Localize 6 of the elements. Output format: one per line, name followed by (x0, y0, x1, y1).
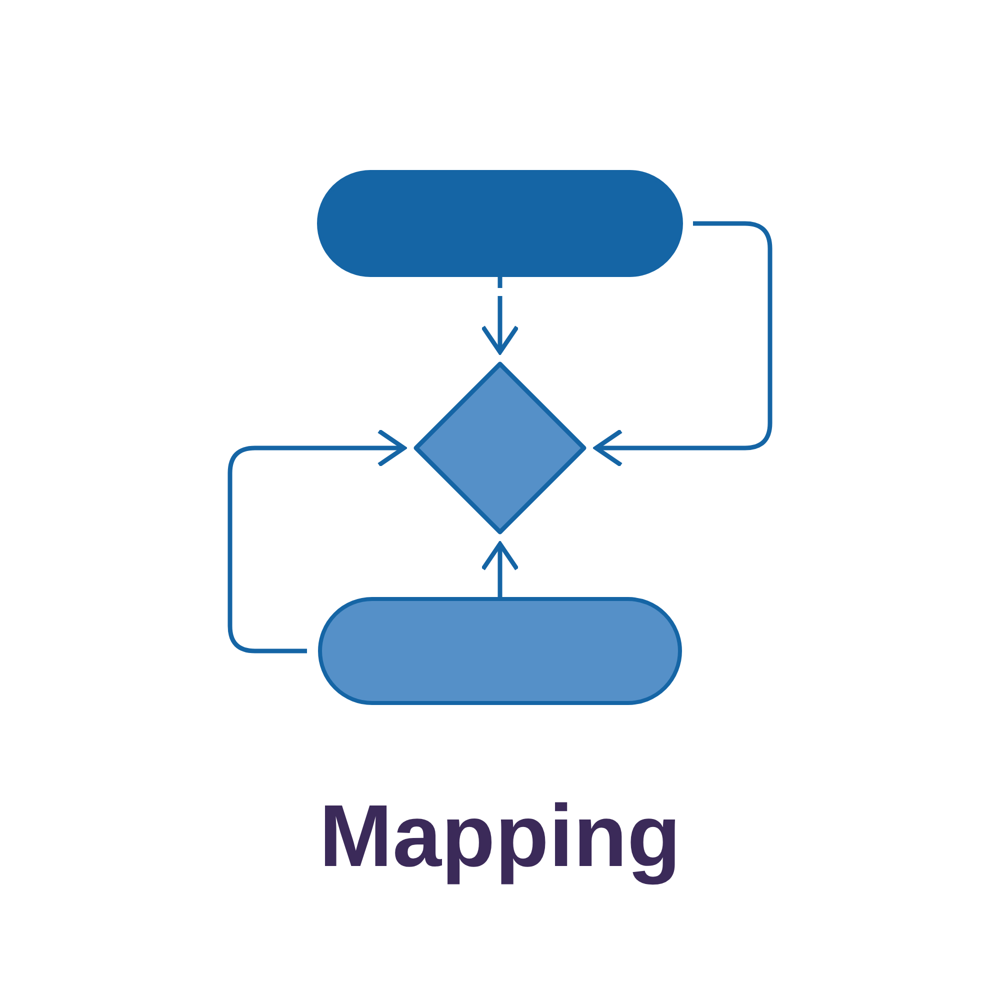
arrow (594, 221, 772, 468)
title: Mapping (319, 790, 681, 882)
arrow (228, 428, 406, 654)
decision-diamond (414, 362, 586, 534)
arrow (480, 542, 520, 597)
arrow (480, 277, 520, 354)
